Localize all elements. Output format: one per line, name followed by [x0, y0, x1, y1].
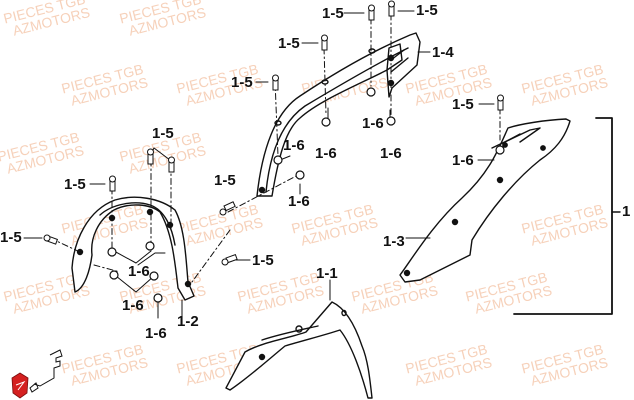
- label-1-6: 1-6: [362, 115, 384, 132]
- label-1-5: 1-5: [214, 172, 236, 189]
- label-1-5: 1-5: [231, 74, 253, 91]
- label-1-2: 1-2: [177, 313, 199, 330]
- bolt-icon: [388, 0, 395, 17]
- bolt-icon: [43, 234, 59, 245]
- bolt-icon: [221, 253, 238, 266]
- nut-icon: [149, 271, 159, 281]
- label-1-6: 1-6: [288, 193, 310, 210]
- part-1-1-front-cover: [225, 301, 373, 399]
- label-1-5: 1-5: [152, 125, 174, 142]
- nut-icon: [273, 155, 283, 165]
- label-1-5: 1-5: [452, 96, 474, 113]
- part-1-2-arch-cover: [71, 196, 195, 301]
- nut-icon: [495, 145, 505, 155]
- nut-icon: [109, 270, 119, 280]
- nut-icon: [153, 293, 163, 303]
- nut-icon: [366, 87, 376, 97]
- part-1-3-side-cover: [399, 118, 571, 283]
- label-1-6: 1-6: [315, 145, 337, 162]
- label-1-5: 1-5: [322, 5, 344, 22]
- nut-icon: [295, 170, 305, 180]
- bolt-icon: [109, 175, 116, 192]
- brand-shield-logo: [11, 372, 29, 399]
- label-1-5: 1-5: [64, 176, 86, 193]
- label-1-3: 1-3: [383, 233, 405, 250]
- part-1-4-top-rail: [256, 32, 421, 197]
- label-1-5: 1-5: [416, 2, 438, 19]
- label-1-5: 1-5: [0, 229, 22, 246]
- nut-icon: [107, 247, 117, 257]
- bracket-icon: [29, 349, 63, 393]
- bolt-icon: [168, 156, 175, 173]
- label-1-6: 1-6: [145, 325, 167, 342]
- label-1-4: 1-4: [432, 44, 454, 61]
- nut-icon: [321, 117, 331, 127]
- bolt-icon: [147, 148, 154, 165]
- label-1-6: 1-6: [452, 152, 474, 169]
- label-1-5: 1-5: [278, 35, 300, 52]
- bolt-icon: [219, 201, 236, 216]
- bolt-icon: [368, 4, 375, 21]
- label-1-6: 1-6: [122, 297, 144, 314]
- bolt-icon: [321, 34, 328, 51]
- label-1-6: 1-6: [283, 137, 305, 154]
- label-1-5: 1-5: [252, 252, 274, 269]
- label-1-1: 1-1: [316, 265, 338, 282]
- nut-icon: [145, 241, 155, 251]
- nut-icon: [386, 116, 396, 126]
- bolt-icon: [497, 94, 504, 111]
- label-1-6: 1-6: [380, 145, 402, 162]
- label-1: 1: [622, 203, 631, 220]
- bolt-icon: [272, 74, 279, 91]
- label-1-6: 1-6: [128, 263, 150, 280]
